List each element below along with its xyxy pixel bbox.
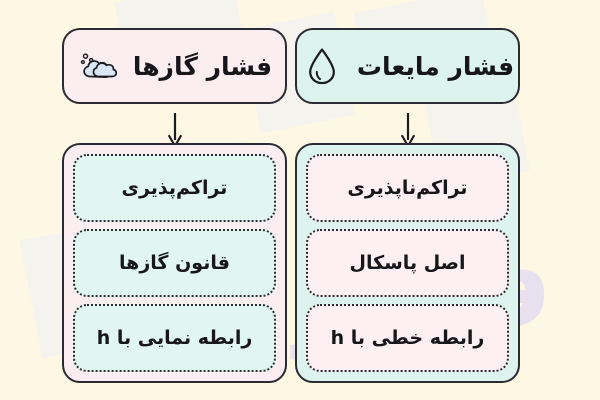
- header-liquids[interactable]: فشار مایعات: [295, 28, 520, 104]
- item-gases-1[interactable]: تراکم‌پذیری: [73, 154, 276, 222]
- item-gases-3-label: رابطه نمایی با h: [96, 327, 253, 349]
- item-liquids-1[interactable]: تراکم‌ناپذیری: [306, 154, 509, 222]
- item-gases-1-label: تراکم‌پذیری: [121, 177, 228, 199]
- cloud-gas-icon: [80, 53, 117, 79]
- item-liquids-3-label: رابطه خطی با h: [330, 327, 485, 349]
- header-liquids-title: فشار مایعات: [356, 51, 515, 81]
- body-liquids: تراکم‌ناپذیری اصل پاسکال رابطه خطی با h: [295, 143, 520, 383]
- header-gases-title: فشار گازها: [132, 51, 273, 81]
- water-droplet-icon: [308, 48, 335, 85]
- item-gases-2-label: قانون گازها: [119, 252, 230, 274]
- item-liquids-2-label: اصل پاسکال: [349, 252, 466, 274]
- column-gases: فشار گازها: [62, 0, 287, 400]
- item-liquids-3[interactable]: رابطه خطی با h: [306, 304, 509, 372]
- item-liquids-1-label: تراکم‌ناپذیری: [347, 177, 468, 199]
- item-gases-3[interactable]: رابطه نمایی با h: [73, 304, 276, 372]
- column-liquids: فشار مایعات تراکم‌ناپذیری اصل پاسکال: [295, 0, 520, 400]
- header-gases[interactable]: فشار گازها: [62, 28, 287, 104]
- body-gases: تراکم‌پذیری قانون گازها رابطه نمایی با h: [62, 143, 287, 383]
- item-liquids-2[interactable]: اصل پاسکال: [306, 229, 509, 297]
- item-gases-2[interactable]: قانون گازها: [73, 229, 276, 297]
